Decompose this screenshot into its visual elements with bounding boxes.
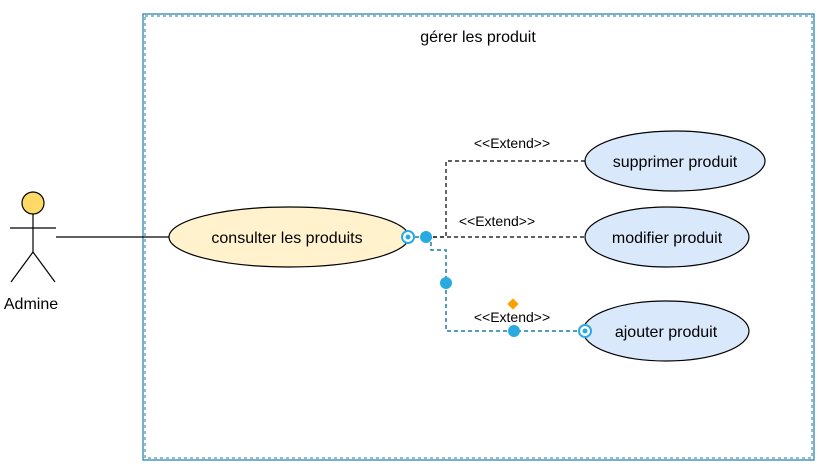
actor-name: Admine — [4, 296, 58, 313]
extend-label-modifier: <<Extend>> — [459, 213, 535, 229]
extend-label-ajouter: <<Extend>> — [474, 309, 550, 325]
use-case-ajouter-label: ajouter produit — [615, 324, 718, 341]
edge-waypoint-handle[interactable] — [440, 277, 452, 289]
extend-edge-ajouter[interactable] — [408, 236, 586, 332]
selection-handles — [401, 230, 592, 338]
extend-label-supprimer: <<Extend>> — [474, 135, 550, 151]
actor-right-leg — [32, 251, 56, 283]
actor-admine[interactable] — [10, 191, 56, 283]
use-case-ajouter[interactable]: ajouter produit — [582, 300, 750, 362]
actor-left-leg — [10, 251, 34, 283]
use-case-supprimer-label: supprimer produit — [613, 154, 738, 171]
label-move-handle[interactable] — [507, 298, 519, 310]
edge-endpoint-handle-inner — [405, 234, 411, 240]
system-title: gérer les produit — [420, 29, 536, 46]
edge-waypoint-handle[interactable] — [420, 231, 432, 243]
edge-waypoint-handle[interactable] — [508, 325, 520, 337]
use-case-modifier[interactable]: modifier produit — [584, 206, 750, 268]
use-case-supprimer[interactable]: supprimer produit — [584, 130, 766, 192]
use-case-consulter[interactable]: consulter les produits — [168, 206, 410, 268]
actor-head — [21, 191, 45, 215]
use-case-modifier-label: modifier produit — [612, 230, 723, 247]
use-case-consulter-label: consulter les produits — [211, 230, 362, 247]
edge-endpoint-handle-inner — [582, 328, 588, 334]
